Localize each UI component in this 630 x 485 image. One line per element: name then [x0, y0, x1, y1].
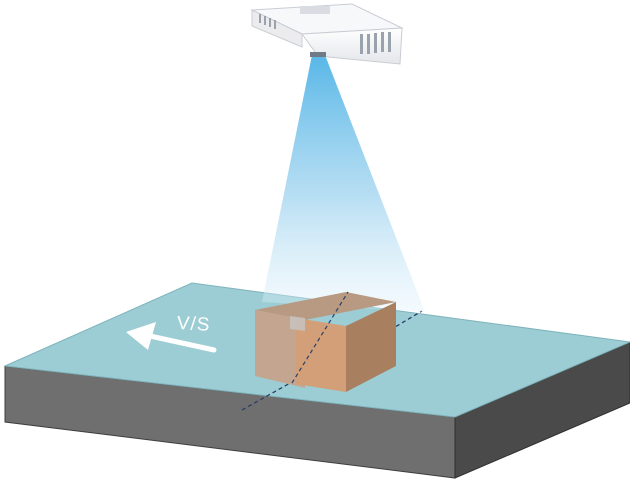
scanner-lens — [310, 52, 326, 57]
box-tape — [290, 316, 305, 331]
barcode-scanner-icon — [250, 3, 404, 65]
scanner-vents — [259, 14, 391, 54]
box-front-main — [296, 318, 346, 392]
speed-label: V/S — [176, 313, 211, 336]
box-top — [255, 292, 396, 320]
scanner-label — [300, 6, 330, 14]
scan-line-back — [389, 310, 423, 331]
box-scan-line — [291, 291, 349, 384]
arrow-left-icon — [126, 322, 217, 353]
box-right-side — [346, 302, 396, 392]
cardboard-box — [255, 291, 396, 392]
scan-beam — [262, 55, 425, 312]
scan-line — [241, 310, 423, 411]
box-front-left — [255, 310, 305, 388]
scan-line-front — [241, 381, 293, 411]
